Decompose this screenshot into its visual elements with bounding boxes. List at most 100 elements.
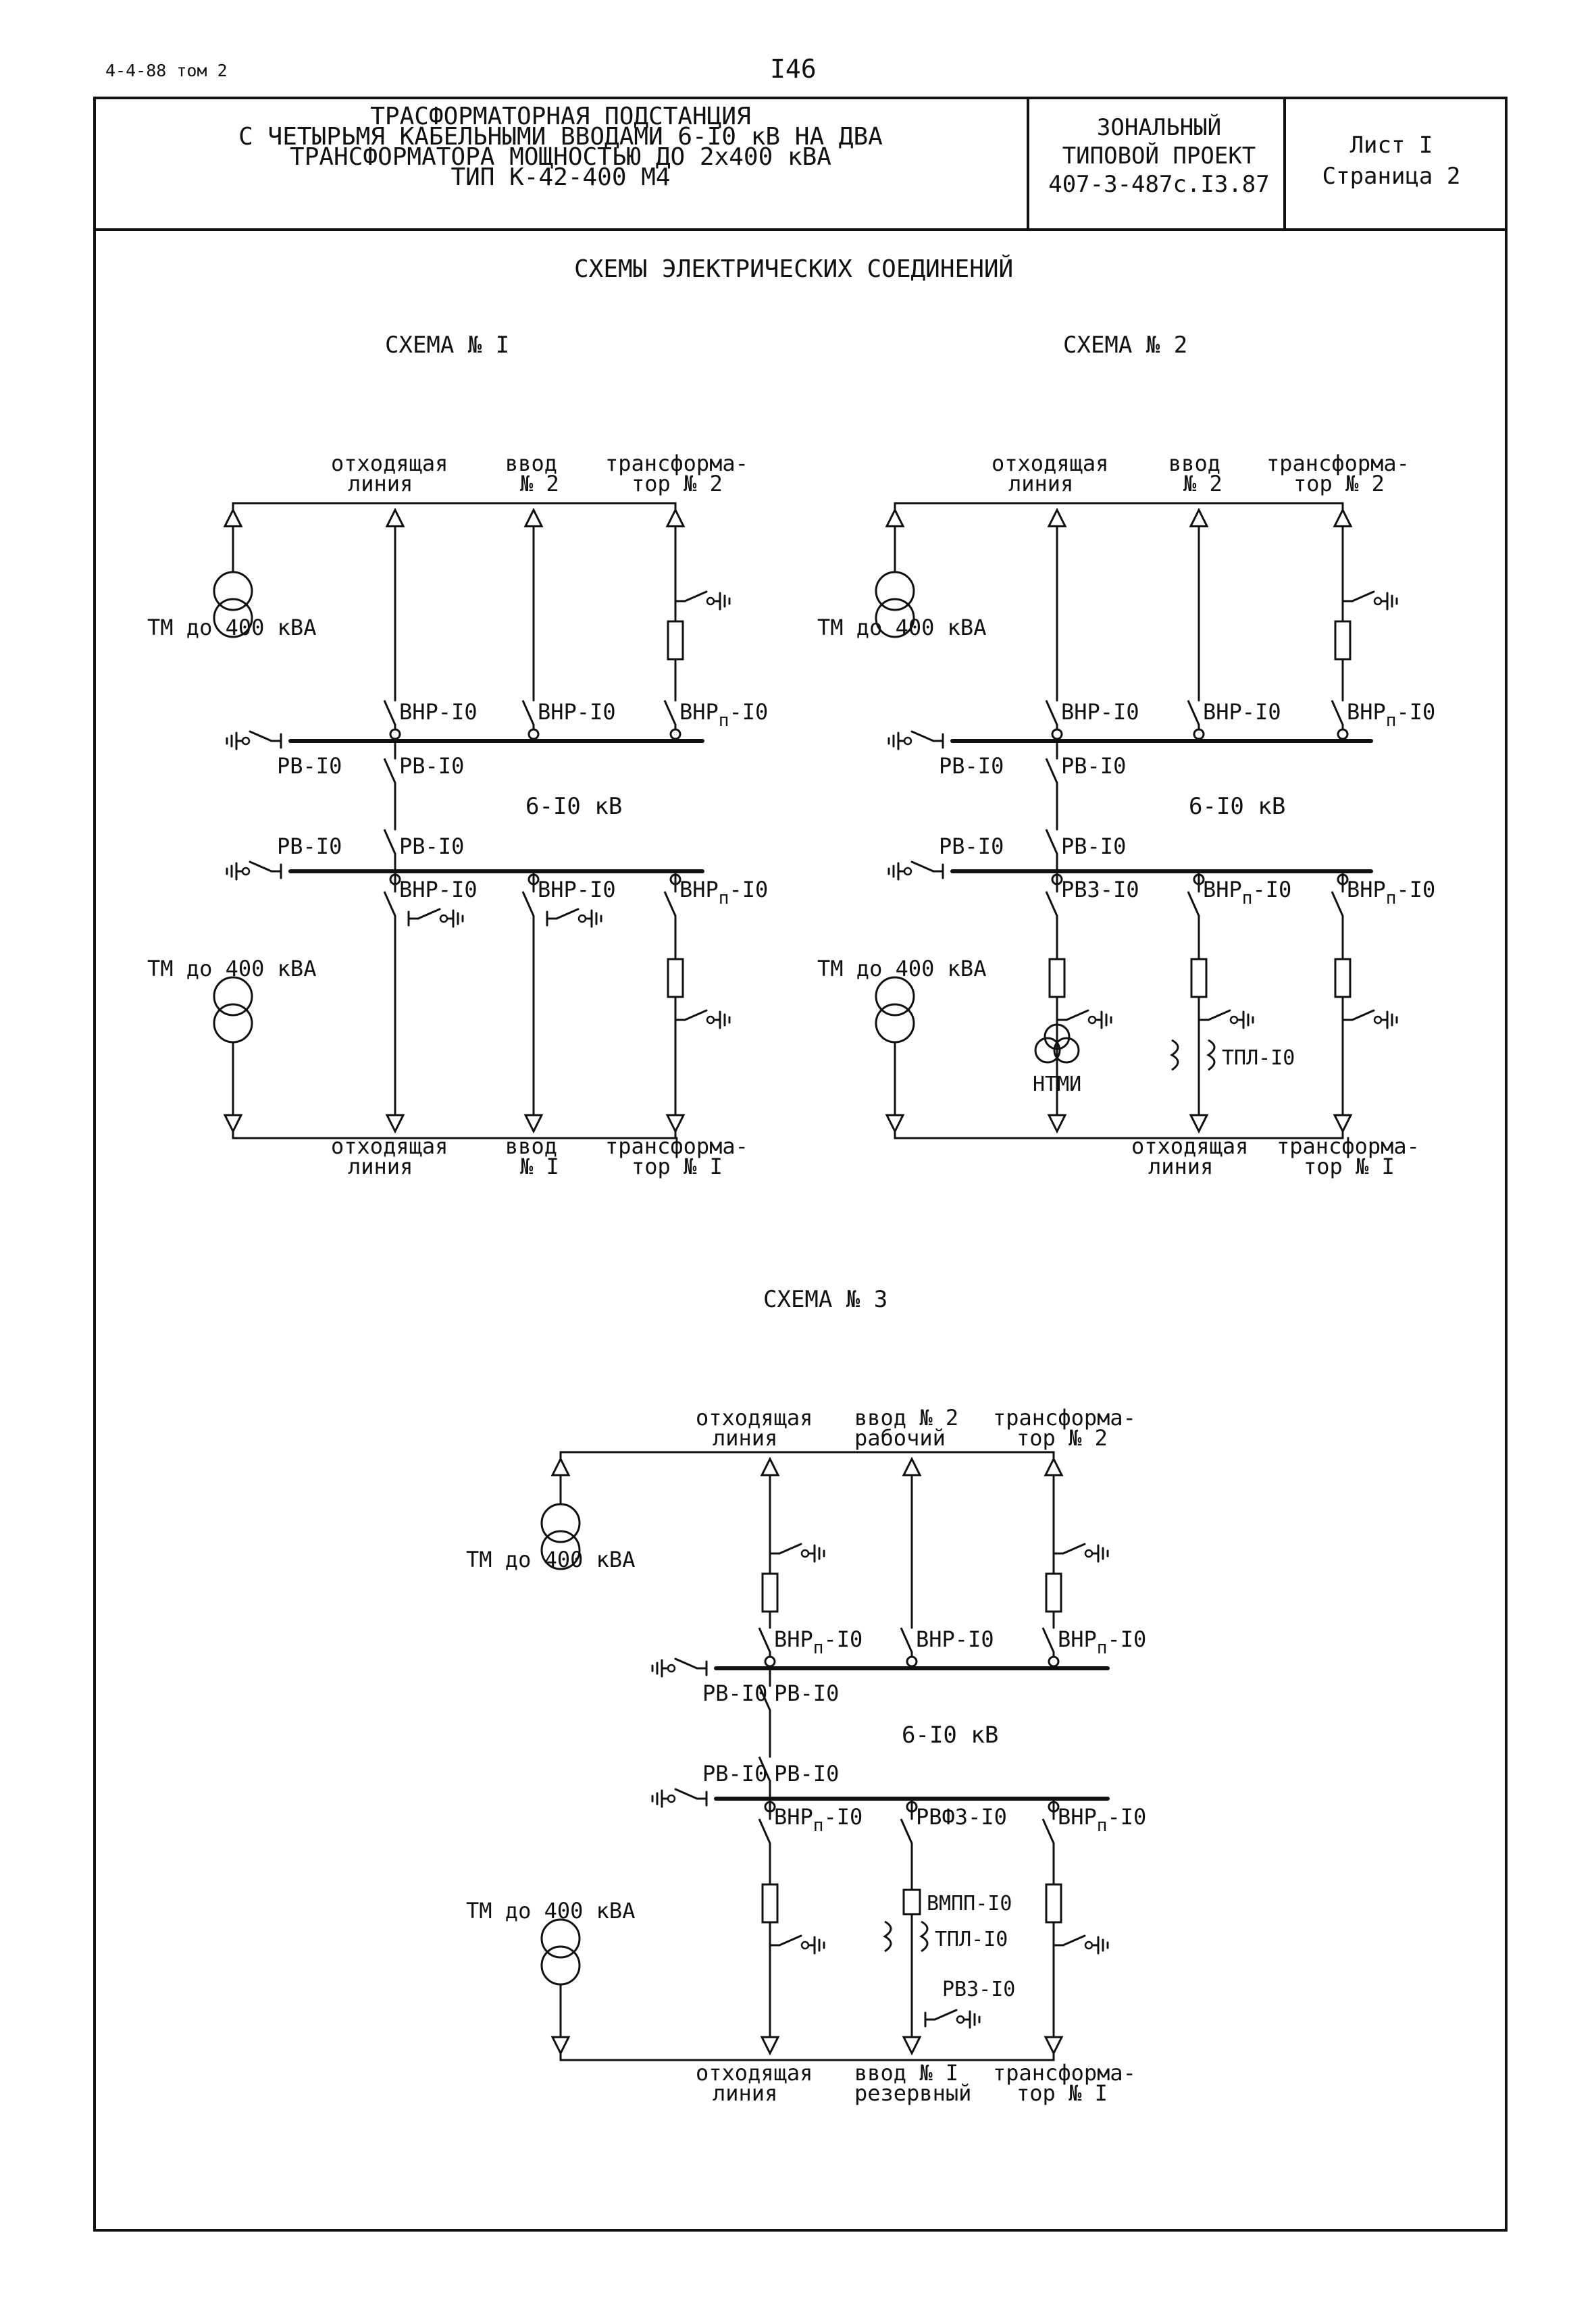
bottom-wire [894, 1110, 1344, 1139]
feeder-label: отходящая [331, 1133, 448, 1159]
device-label: РВ-I0 [702, 1680, 767, 1706]
bottom-wire [559, 2032, 1055, 2061]
title-line: С ЧЕТЫРЬМЯ КАБЕЛЬНЫМИ ВВОДАМИ 6-I0 кВ НА… [238, 123, 883, 151]
earth-contact [241, 867, 251, 876]
feeder-label: отходящая [696, 1405, 813, 1431]
junction-node [527, 728, 540, 740]
switch-blade [1041, 1818, 1055, 1844]
scheme-caption: СХЕМА № 3 [763, 1286, 887, 1313]
device-label: РВ-I0 [277, 833, 342, 859]
feeder-label: линия [1008, 471, 1073, 496]
cable-arrow-up-icon [1333, 507, 1353, 528]
switch-blade [1045, 700, 1058, 725]
fuse-icon [1048, 958, 1066, 998]
top-wire [559, 1451, 1055, 1487]
feeder-label: трансформа- [1277, 1133, 1420, 1159]
transformer-winding [540, 1503, 581, 1543]
switch-blade [1045, 829, 1058, 854]
feeder-label: № 2 [520, 471, 559, 496]
switch-blade [1045, 758, 1058, 783]
earth-contact [1229, 1015, 1239, 1025]
device-label: РВ-I0 [774, 1761, 839, 1786]
feeder-label: линия [348, 471, 413, 496]
wire [778, 1543, 802, 1555]
earth-contact [667, 1664, 676, 1673]
project-line: ТИПОВОЙ ПРОЕКТ [1062, 143, 1256, 170]
transformer-winding [213, 598, 253, 638]
device-label: РВ-I0 [774, 1680, 839, 1706]
feeder-label: тор № I [1304, 1154, 1395, 1179]
device-label: РВ-I0 [1061, 753, 1126, 779]
title-line: ТРАСФОРМАТОРНАЯ ПОДСТАНЦИЯ [370, 103, 751, 130]
title-block-project: ЗОНАЛЬНЫЙ ТИПОВОЙ ПРОЕКТ 407-3-487с.I3.8… [1032, 113, 1286, 199]
cable-arrow-up-icon [523, 507, 544, 528]
device-label: РВ-I0 [939, 753, 1004, 779]
earth-contact [577, 914, 587, 923]
feeder-label: ввод № I [854, 2060, 958, 2086]
cable-arrow-down-icon [665, 1114, 686, 1134]
feeder-label: № I [520, 1154, 559, 1179]
feeder-label: резервный [854, 2080, 971, 2106]
feeder-label: трансформа- [1266, 451, 1410, 476]
earth-contact [1087, 1015, 1097, 1025]
transformer-winding [875, 976, 915, 1017]
cable-arrow-up-icon [1189, 507, 1209, 528]
current-transformer-icon [1170, 1039, 1179, 1071]
device-label: ВМПП-I0 [927, 1892, 1012, 1916]
wire [249, 860, 273, 873]
junction-node [669, 728, 681, 740]
device-label: ВНРп-I0 [774, 1626, 863, 1658]
device-label: ТПЛ-I0 [1222, 1046, 1295, 1070]
current-transformer-icon [883, 1920, 892, 1953]
feeder-label: линия [1148, 1154, 1213, 1179]
scheme-caption: СХЕМА № 2 [1063, 332, 1187, 359]
voltage-transformer-winding [1044, 1023, 1071, 1050]
transformer-winding [540, 1945, 581, 1986]
switch-blade [900, 1818, 913, 1844]
feeder-label: линия [713, 2080, 777, 2106]
cable-arrow-up-icon [665, 507, 686, 528]
feeder-label: линия [713, 1425, 777, 1451]
switch-blade [383, 829, 396, 854]
transformer-label: ТМ до 400 кВА [817, 956, 986, 981]
transformer-winding [875, 1003, 915, 1044]
cable-arrow-down-icon [385, 1114, 405, 1134]
feeder-label: ввод [505, 451, 557, 476]
earth-contact [706, 596, 715, 606]
earth-contact [667, 1794, 676, 1803]
device-label: ВНРп-I0 [1347, 877, 1435, 908]
switch-blade [383, 891, 396, 917]
switch-blade [900, 1627, 913, 1653]
device-label: ВНРп-I0 [1347, 699, 1435, 731]
switch-blade [1331, 891, 1344, 917]
switch-blade [1331, 700, 1344, 725]
switch-blade [383, 700, 396, 725]
cable-arrow-down-icon [1189, 1114, 1209, 1134]
earth-contact [706, 1015, 715, 1025]
cable-arrow-down-icon [223, 1114, 243, 1134]
fuse-icon [1334, 620, 1352, 661]
feeder-label: трансформа- [605, 1133, 748, 1159]
transformer-winding [540, 1530, 581, 1570]
project-line: ЗОНАЛЬНЫЙ [1096, 114, 1222, 141]
device-label: РВ-I0 [399, 753, 464, 779]
fuse-icon [1334, 958, 1352, 998]
earth-contact [241, 736, 251, 746]
cable-arrow-down-icon [885, 1114, 905, 1134]
cable-arrow-up-icon [1044, 1456, 1064, 1476]
junction-node [764, 1655, 776, 1668]
cable-arrow-up-icon [885, 507, 905, 528]
switch-blade [521, 891, 535, 917]
cable-arrow-up-icon [385, 507, 405, 528]
drawing-frame [93, 97, 1508, 2232]
page-number: I46 [770, 54, 817, 84]
switch-blade [663, 700, 677, 725]
voltage-label: 6-I0 кВ [525, 793, 622, 820]
wire [417, 908, 441, 920]
voltage-label: 6-I0 кВ [902, 1722, 998, 1749]
transformer-winding [213, 1003, 253, 1044]
main-title: СХЕМЫ ЭЛЕКТРИЧЕСКИХ СОЕДИНЕНИЙ [574, 255, 1014, 283]
feeder-label: ввод [1168, 451, 1220, 476]
